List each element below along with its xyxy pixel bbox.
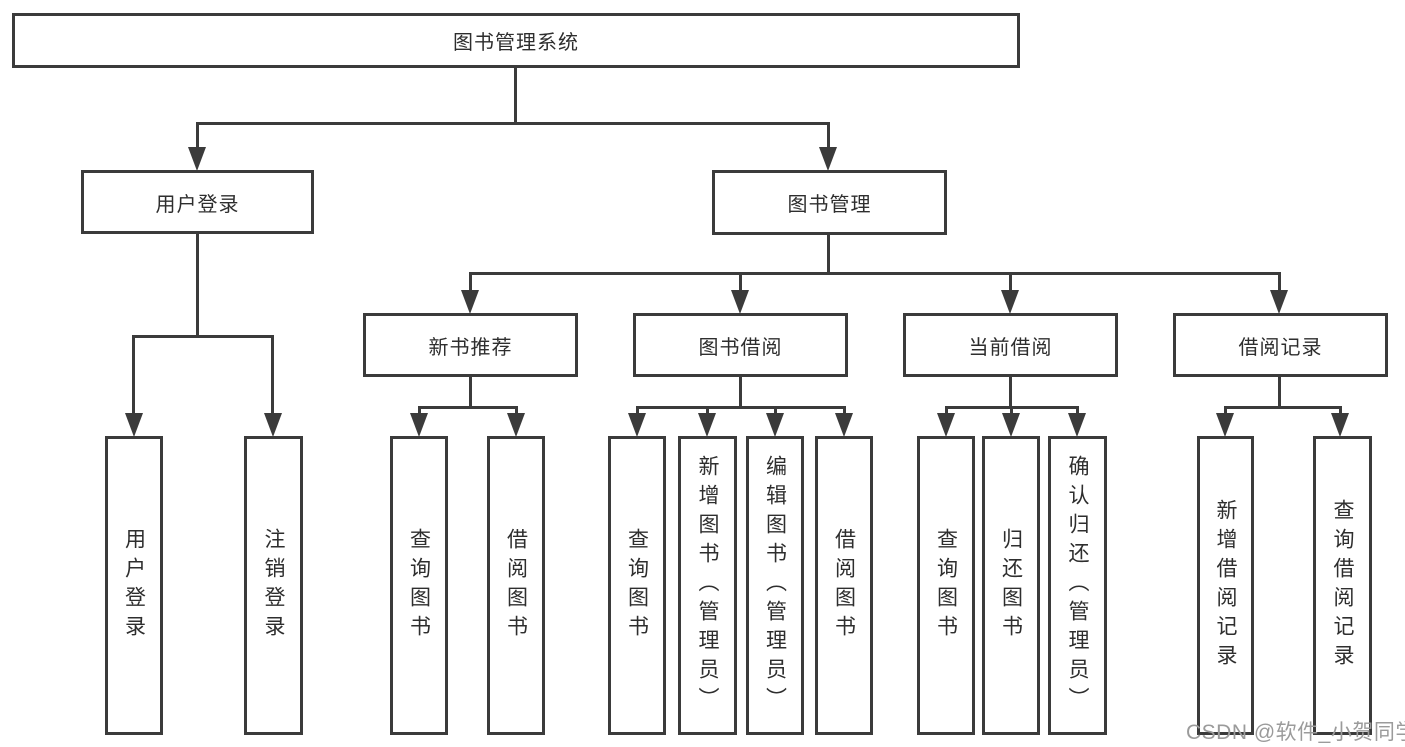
node-label: 用户登录 bbox=[155, 193, 240, 216]
node-label: 图书借阅 bbox=[698, 336, 783, 359]
node-label: 新增图书（管理员） bbox=[696, 455, 719, 716]
csdn-watermark: CSDN @软件_小贺同学 bbox=[1186, 721, 1405, 744]
node-label: 归还图书 bbox=[999, 527, 1023, 644]
arrowhead-down-icon bbox=[1270, 290, 1288, 314]
connector-line bbox=[196, 122, 830, 125]
node-label: 当前借阅 bbox=[968, 336, 1053, 359]
arrowhead-down-icon bbox=[937, 413, 955, 437]
node-new-book-recommend: 新书推荐 bbox=[363, 313, 578, 377]
arrowhead-down-icon bbox=[461, 290, 479, 314]
connector-line bbox=[739, 377, 742, 408]
arrowhead-down-icon bbox=[819, 147, 837, 171]
node-label: 借阅图书 bbox=[504, 527, 528, 644]
node-label: 新增借阅记录 bbox=[1214, 498, 1237, 673]
connector-line bbox=[1278, 377, 1281, 408]
leaf-bb-borrow-books: 借阅图书 bbox=[815, 436, 873, 735]
connector-line bbox=[774, 406, 777, 416]
arrowhead-down-icon bbox=[1001, 290, 1019, 314]
node-label: 查询图书 bbox=[934, 527, 958, 644]
node-book-management: 图书管理 bbox=[712, 170, 947, 235]
node-label: 新书推荐 bbox=[428, 336, 513, 359]
leaf-cb-query-books: 查询图书 bbox=[917, 436, 975, 735]
leaf-user-login: 用户登录 bbox=[105, 436, 163, 735]
connector-line bbox=[739, 272, 742, 292]
connector-line bbox=[469, 377, 472, 408]
arrowhead-down-icon bbox=[264, 413, 282, 437]
arrowhead-down-icon bbox=[1331, 413, 1349, 437]
connector-line bbox=[1224, 406, 1227, 416]
node-label: 图书管理系统 bbox=[453, 32, 579, 54]
leaf-bb-query-books: 查询图书 bbox=[608, 436, 666, 735]
connector-line bbox=[1224, 406, 1342, 409]
connector-line bbox=[1010, 406, 1013, 416]
node-current-borrow: 当前借阅 bbox=[903, 313, 1118, 377]
connector-line bbox=[945, 406, 948, 416]
node-label: 确认归还（管理员） bbox=[1066, 455, 1089, 716]
leaf-rec-borrow-books: 借阅图书 bbox=[487, 436, 545, 735]
node-label: 编辑图书（管理员） bbox=[763, 455, 787, 716]
leaf-bb-edit-books: 编辑图书（管理员） bbox=[746, 436, 804, 735]
node-label: 借阅图书 bbox=[832, 527, 856, 644]
connector-line bbox=[636, 406, 639, 416]
connector-line bbox=[196, 234, 199, 337]
connector-line bbox=[1076, 406, 1079, 416]
connector-line bbox=[132, 335, 274, 338]
arrowhead-down-icon bbox=[731, 290, 749, 314]
arrowhead-down-icon bbox=[698, 413, 716, 437]
leaf-cb-return-books: 归还图书 bbox=[982, 436, 1040, 735]
connector-line bbox=[706, 406, 709, 416]
node-library-management-system: 图书管理系统 bbox=[12, 13, 1020, 68]
connector-line bbox=[515, 406, 518, 416]
connector-line bbox=[418, 406, 518, 409]
connector-line bbox=[1009, 377, 1012, 408]
node-label: 图书管理 bbox=[787, 194, 872, 216]
connector-line bbox=[827, 235, 830, 274]
connector-line bbox=[418, 406, 421, 416]
arrowhead-down-icon bbox=[766, 413, 784, 437]
node-label: 注销登录 bbox=[262, 527, 285, 644]
node-label: 查询图书 bbox=[407, 527, 431, 644]
connector-line bbox=[469, 272, 472, 292]
connector-line bbox=[1009, 272, 1012, 292]
leaf-br-add-record: 新增借阅记录 bbox=[1197, 436, 1254, 735]
node-label: 查询图书 bbox=[625, 527, 649, 644]
connector-line bbox=[132, 335, 135, 415]
connector-line bbox=[1339, 406, 1342, 416]
arrowhead-down-icon bbox=[410, 413, 428, 437]
arrowhead-down-icon bbox=[1216, 413, 1234, 437]
leaf-logout: 注销登录 bbox=[244, 436, 303, 735]
leaf-rec-query-books: 查询图书 bbox=[390, 436, 448, 735]
arrowhead-down-icon bbox=[125, 413, 143, 437]
leaf-cb-confirm-return: 确认归还（管理员） bbox=[1048, 436, 1107, 735]
node-borrow-records: 借阅记录 bbox=[1173, 313, 1388, 377]
node-label: 查询借阅记录 bbox=[1331, 498, 1354, 673]
node-label: 用户登录 bbox=[122, 527, 146, 644]
arrowhead-down-icon bbox=[188, 147, 206, 171]
leaf-bb-add-books: 新增图书（管理员） bbox=[678, 436, 737, 735]
connector-line bbox=[843, 406, 846, 416]
arrowhead-down-icon bbox=[835, 413, 853, 437]
arrowhead-down-icon bbox=[507, 413, 525, 437]
node-user-login: 用户登录 bbox=[81, 170, 314, 234]
arrowhead-down-icon bbox=[1068, 413, 1086, 437]
connector-line bbox=[469, 272, 1281, 275]
connector-line bbox=[636, 406, 846, 409]
connector-line bbox=[196, 122, 199, 150]
arrowhead-down-icon bbox=[628, 413, 646, 437]
leaf-br-query-record: 查询借阅记录 bbox=[1313, 436, 1372, 735]
node-book-borrow: 图书借阅 bbox=[633, 313, 848, 377]
arrowhead-down-icon bbox=[1002, 413, 1020, 437]
connector-line bbox=[514, 68, 517, 124]
connector-line bbox=[827, 122, 830, 150]
connector-line bbox=[271, 335, 274, 415]
node-label: 借阅记录 bbox=[1238, 336, 1323, 359]
connector-line bbox=[1278, 272, 1281, 292]
